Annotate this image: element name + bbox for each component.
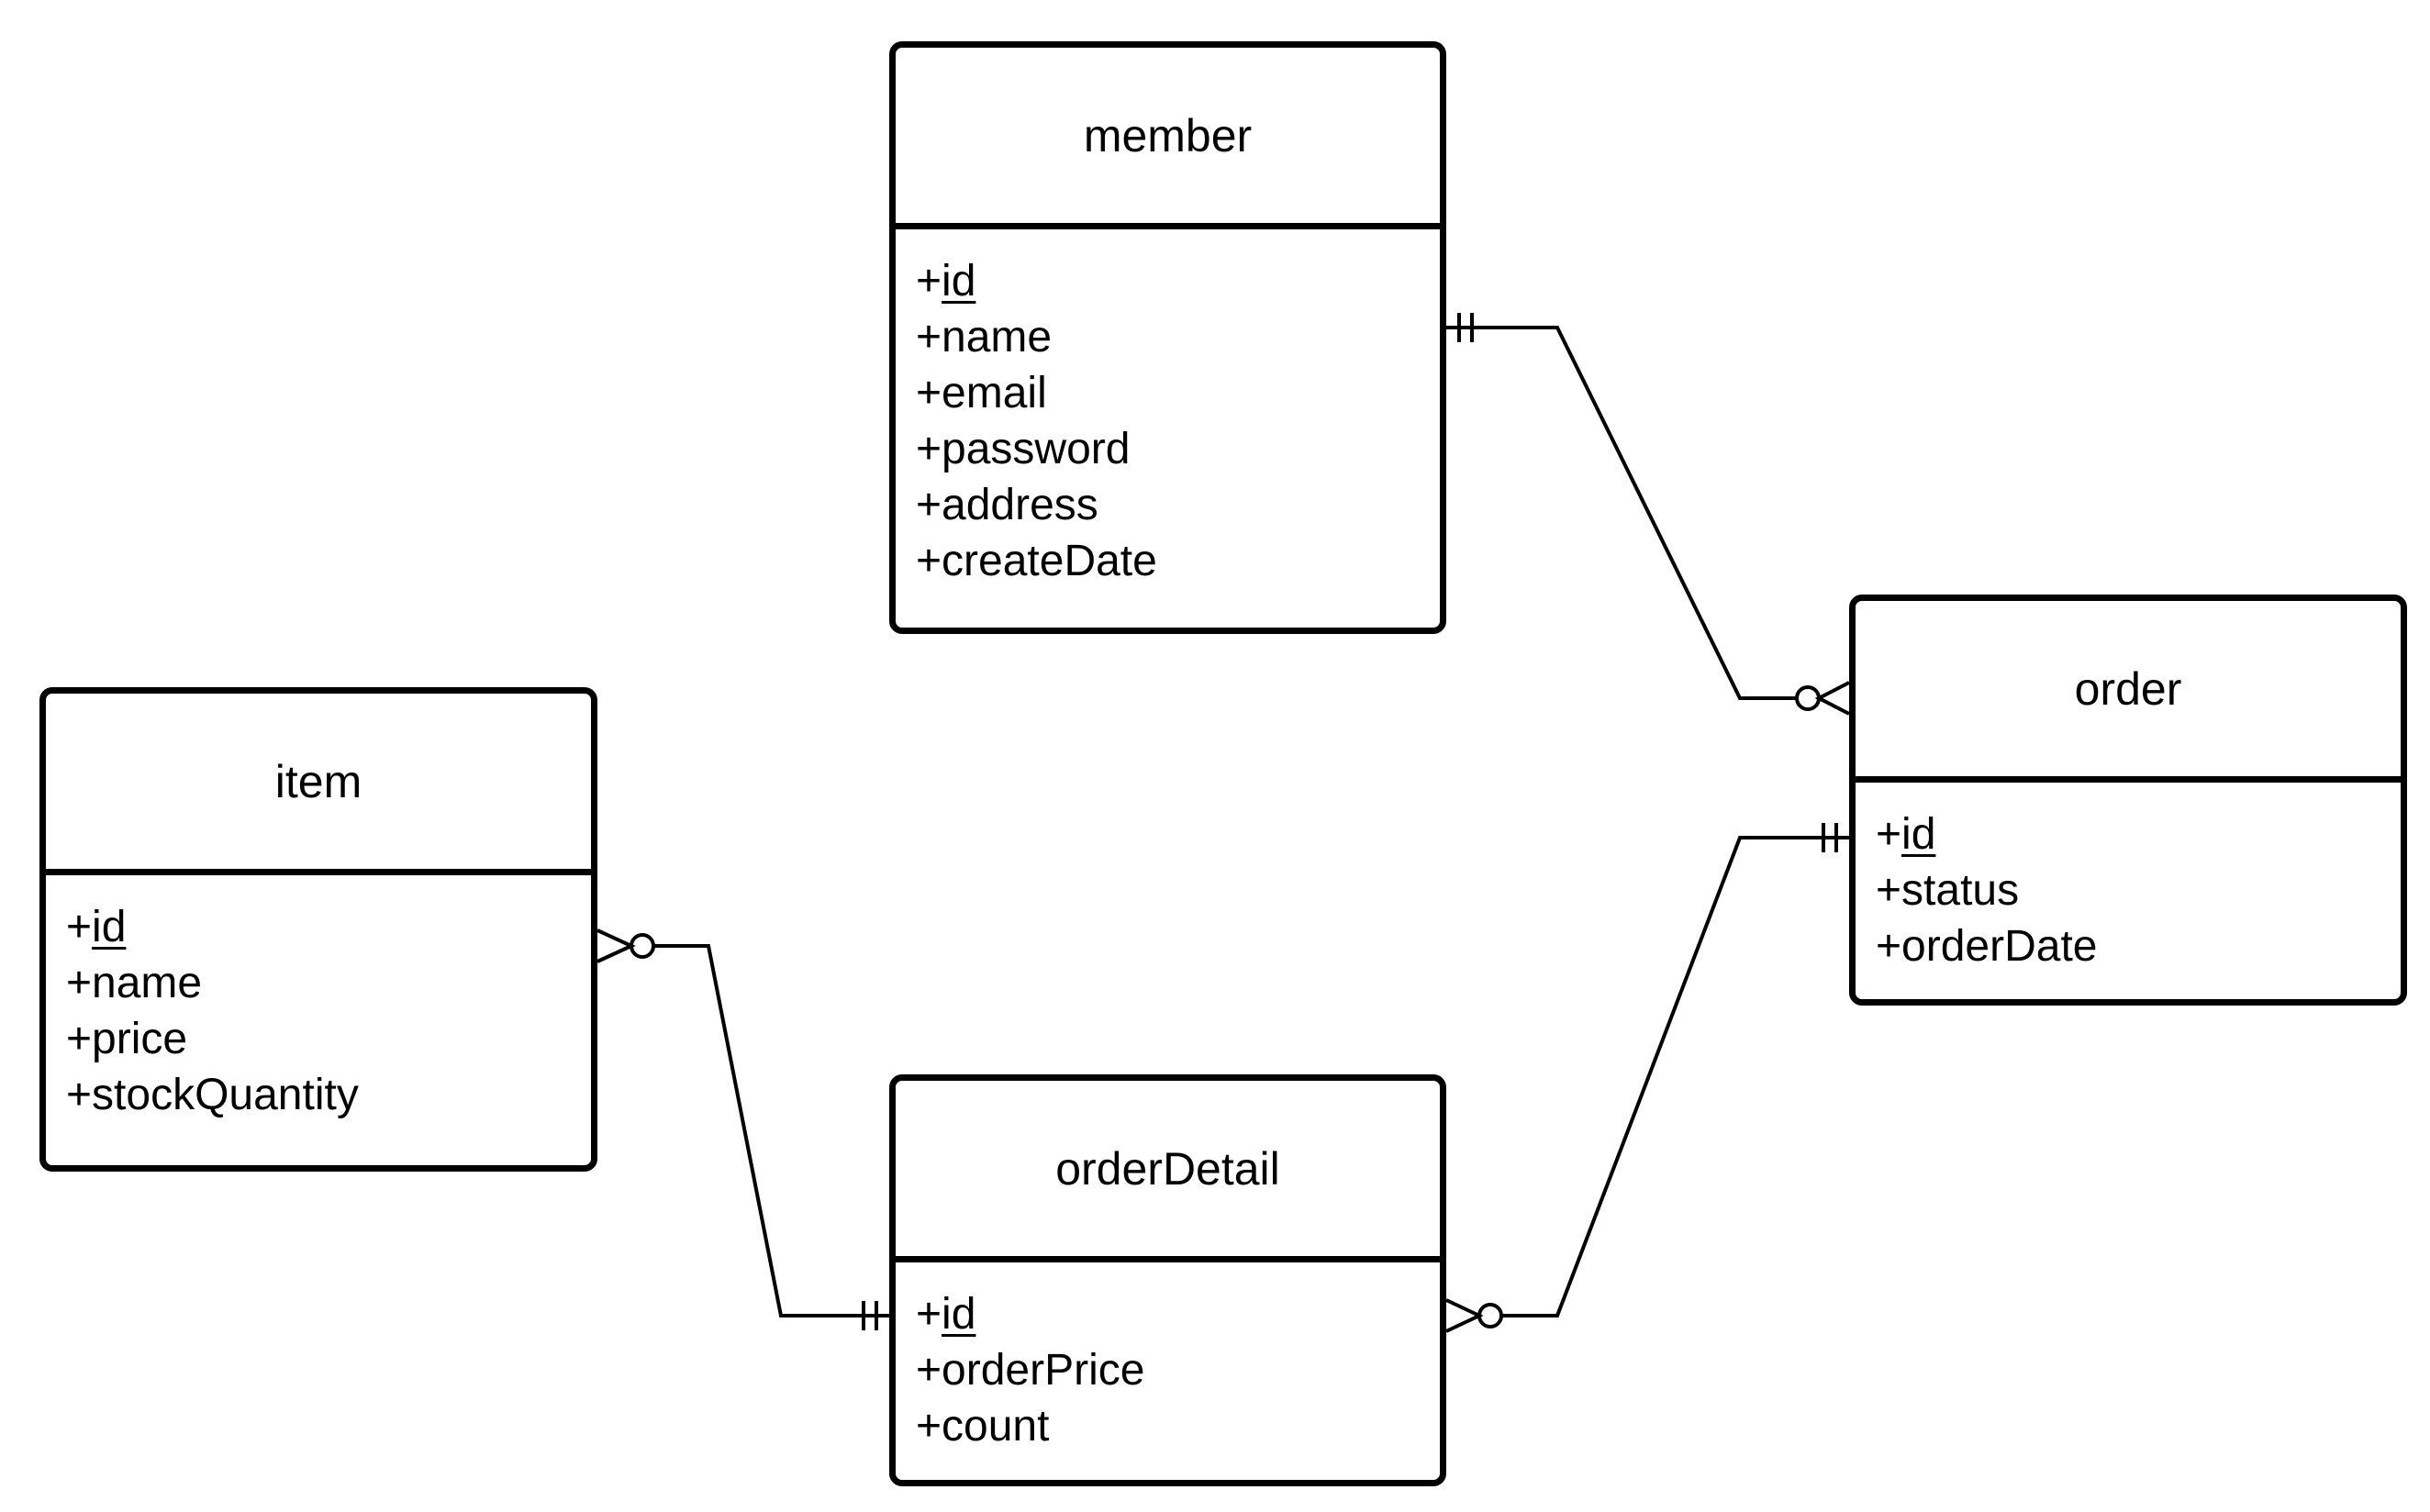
entity-item[interactable]: item +id +name +price +stockQuantity [39,687,597,1172]
attribute-id: +id [916,1286,1440,1342]
relationship-line [1501,836,1849,1317]
attribute-list: +id +status +orderDate [1856,783,2401,974]
attribute-prefix: + [66,903,93,951]
primary-key-name: id [92,903,127,951]
entity-member[interactable]: member +id +name +email +password +addre… [889,41,1446,634]
relationship-order-orderDetail[interactable] [1445,823,1849,1333]
attribute-status: +status [1876,862,2401,918]
relationship-line [653,944,889,1317]
attribute-list: +id +orderPrice +count [896,1262,1440,1454]
attribute-prefix: + [916,1402,942,1451]
attribute-name-text: name [92,959,203,1007]
entity-title: item [46,694,591,875]
attribute-id: +id [1876,806,2401,862]
attribute-list: +id +name +email +password +address +cre… [896,229,1440,589]
entity-orderDetail[interactable]: orderDetail +id +orderPrice +count [889,1074,1446,1486]
attribute-name-text: password [942,425,1131,473]
attribute-count: +count [916,1398,1440,1454]
attribute-list: +id +name +price +stockQuantity [46,875,591,1123]
attribute-prefix: + [66,1071,93,1119]
many-crow-foot-marker [1814,681,1850,716]
many-crow-foot-marker [596,928,636,963]
attribute-prefix: + [1876,866,1902,915]
attribute-orderPrice: +orderPrice [916,1342,1440,1398]
entity-title: member [896,48,1440,229]
attribute-prefix: + [916,369,942,417]
attribute-name-text: status [1901,866,2020,915]
attribute-name-text: createDate [942,537,1157,585]
primary-key-name: id [1901,810,1936,859]
attribute-id: +id [66,899,591,955]
attribute-prefix: + [916,1290,942,1339]
attribute-prefix: + [1876,922,1902,971]
attribute-stockQuantity: +stockQuantity [66,1067,591,1123]
attribute-prefix: + [1876,810,1902,859]
attribute-prefix: + [66,1015,93,1063]
attribute-orderDate: +orderDate [1876,918,2401,974]
attribute-prefix: + [66,959,93,1007]
attribute-id: +id [916,253,1440,309]
attribute-prefix: + [916,313,942,361]
attribute-password: +password [916,421,1440,477]
attribute-name-text: count [942,1402,1050,1451]
attribute-prefix: + [916,481,942,529]
attribute-name-text: email [942,369,1047,417]
attribute-name-text: name [942,313,1053,361]
relationship-line [1446,326,1810,700]
attribute-name: +name [66,955,591,1011]
attribute-price: +price [66,1011,591,1067]
primary-key-name: id [942,1290,976,1339]
attribute-prefix: + [916,537,942,585]
many-crow-foot-marker [1445,1298,1484,1333]
attribute-name: +name [916,309,1440,365]
attribute-prefix: + [916,425,942,473]
entity-title: order [1856,601,2401,783]
attribute-name-text: stockQuantity [92,1071,359,1119]
attribute-name-text: orderPrice [942,1346,1145,1395]
entity-order[interactable]: order +id +status +orderDate [1849,595,2407,1006]
primary-key-name: id [942,257,976,306]
entity-title: orderDetail [896,1081,1440,1262]
attribute-name-text: price [92,1015,188,1063]
attribute-createDate: +createDate [916,533,1440,589]
attribute-email: +email [916,365,1440,421]
relationship-member-order[interactable] [1446,313,1850,716]
attribute-name-text: orderDate [1901,922,2098,971]
attribute-address: +address [916,477,1440,533]
attribute-prefix: + [916,1346,942,1395]
relationship-orderDetail-item[interactable] [596,928,889,1330]
attribute-prefix: + [916,257,942,306]
attribute-name-text: address [942,481,1098,529]
